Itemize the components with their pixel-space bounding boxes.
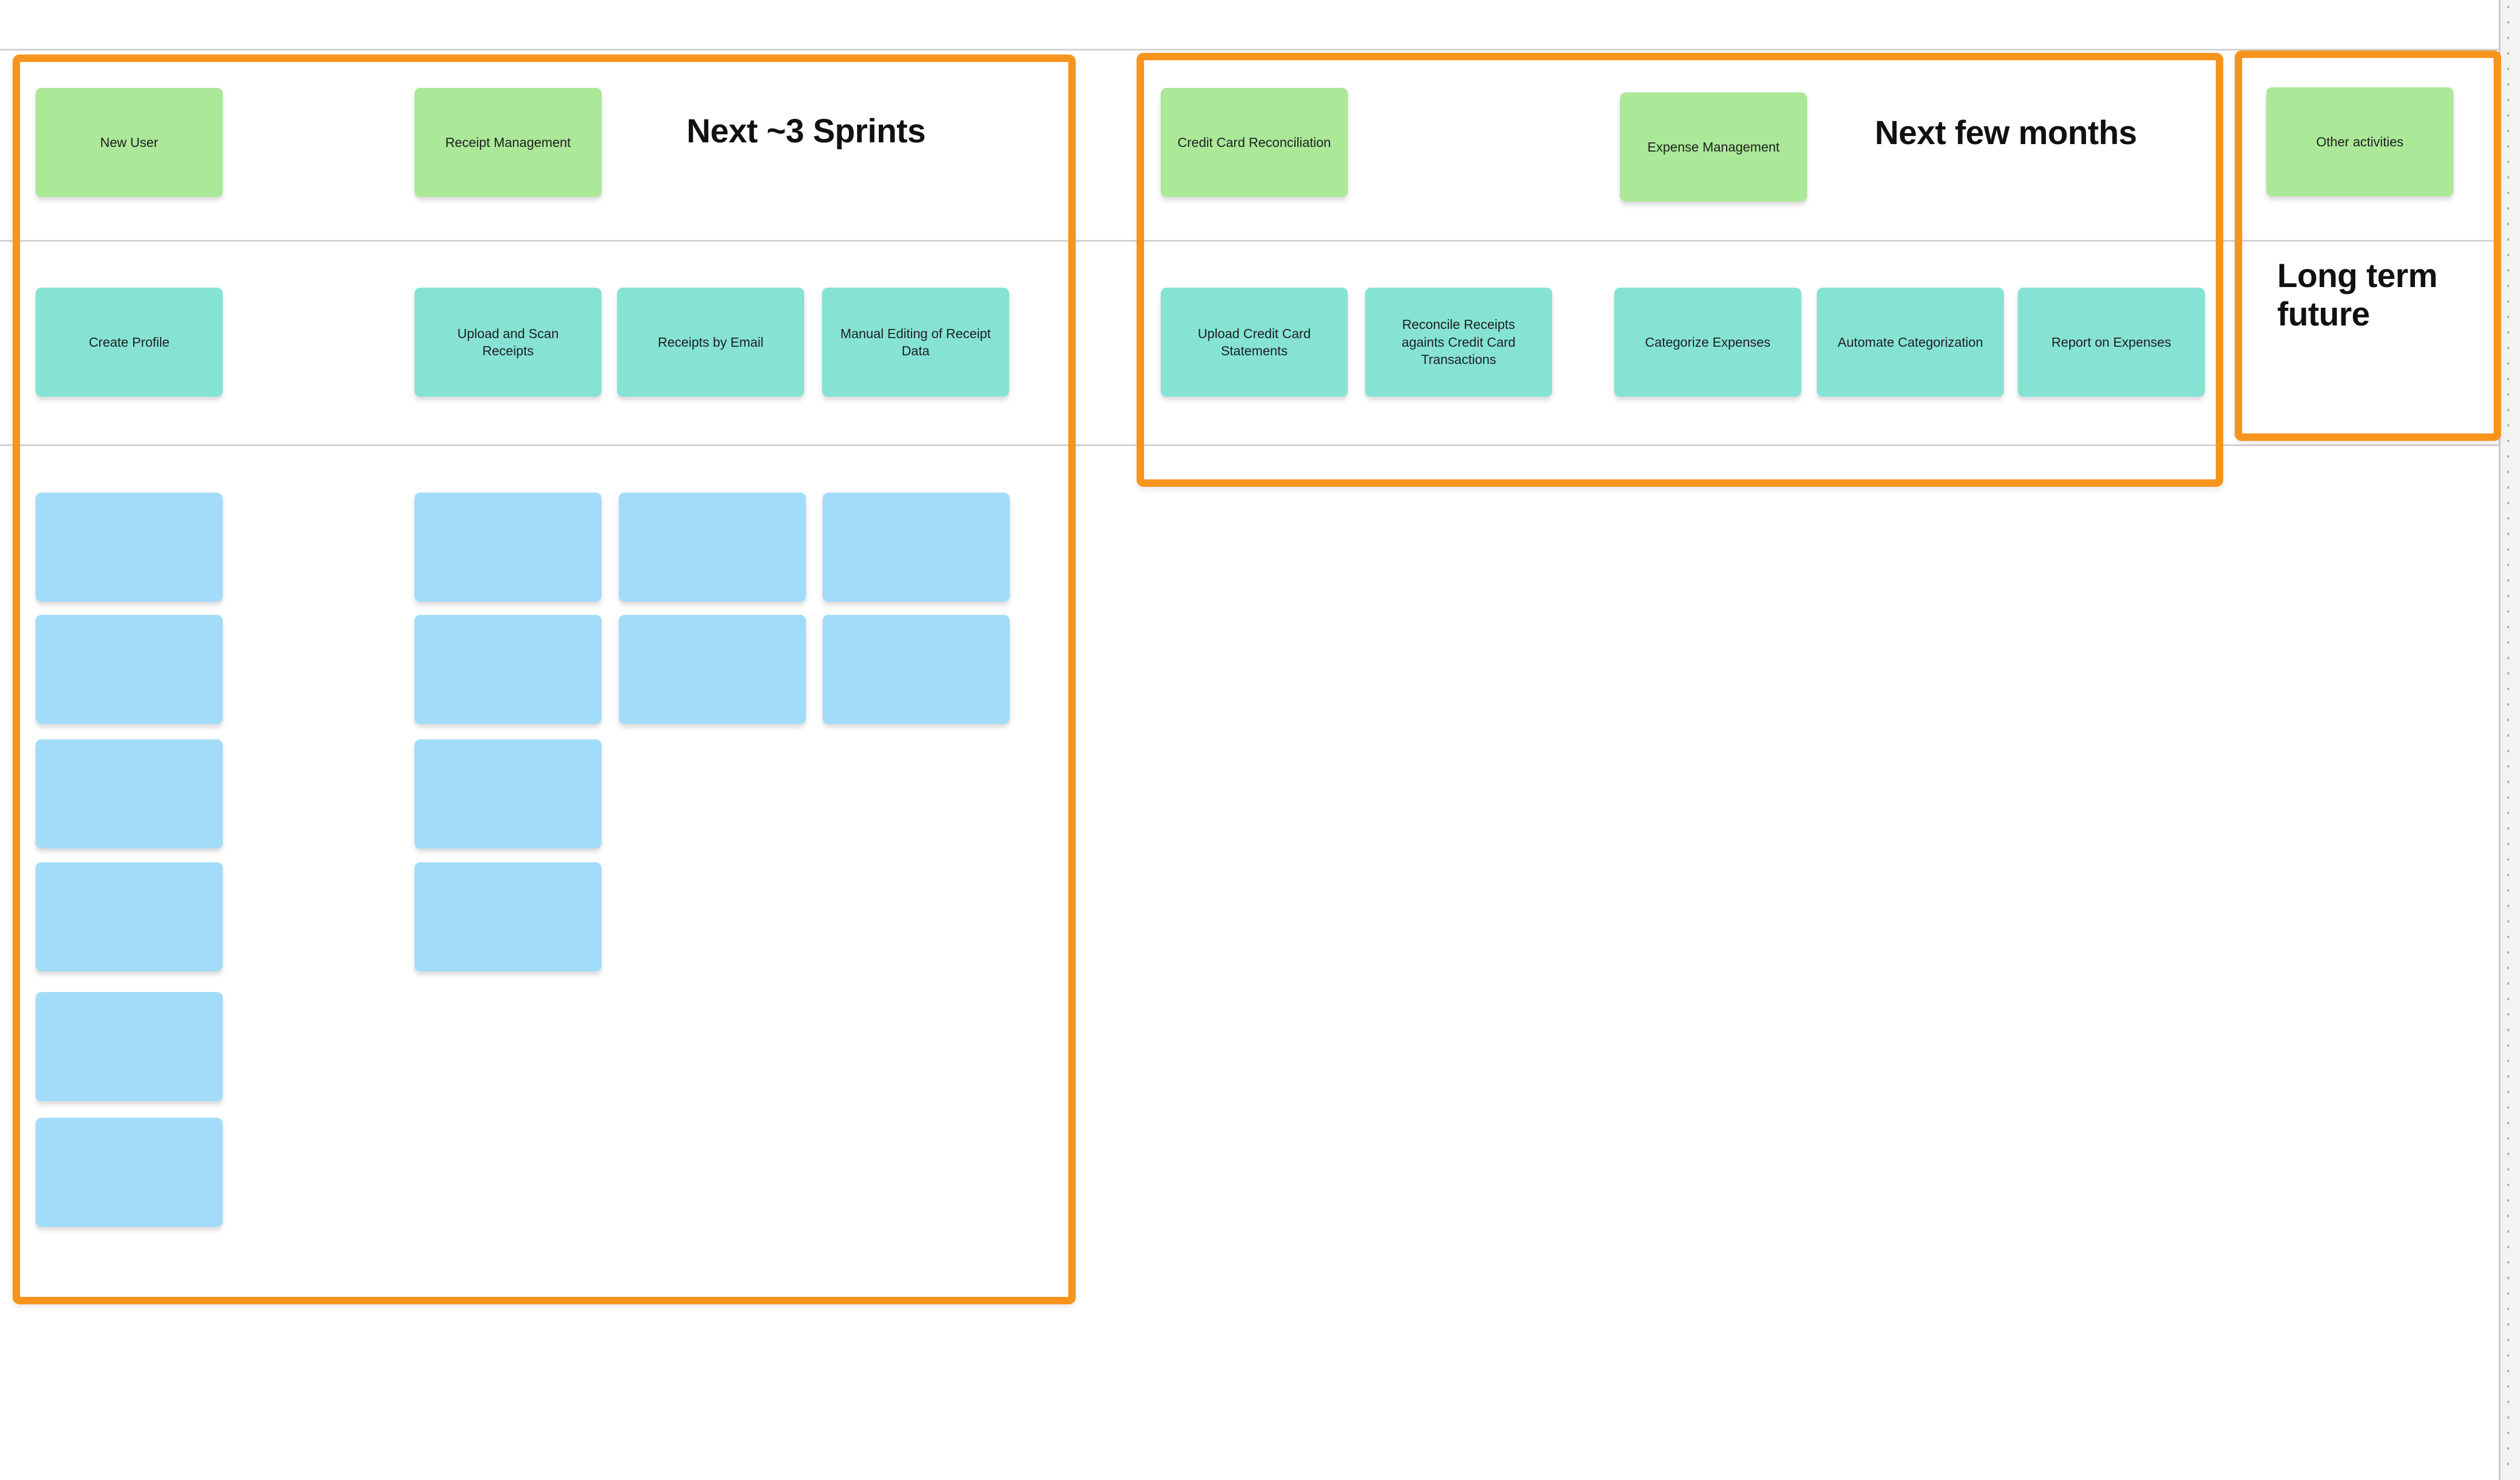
sticky-empty[interactable]	[414, 615, 602, 724]
sticky-empty[interactable]	[414, 739, 602, 849]
sticky-empty[interactable]	[414, 862, 602, 971]
grid-horizontal-line	[0, 444, 2500, 446]
sticky-empty[interactable]	[36, 992, 223, 1101]
sticky-categorize-expenses[interactable]: Categorize Expenses	[1614, 288, 1801, 397]
sticky-manual-editing[interactable]: Manual Editing of Receipt Data	[822, 288, 1009, 397]
sticky-receipt-management[interactable]: Receipt Management	[414, 88, 602, 197]
sticky-report-on-expenses[interactable]: Report on Expenses	[2018, 288, 2205, 397]
sticky-empty[interactable]	[619, 493, 806, 602]
frame-next-few-months[interactable]	[1137, 53, 2223, 487]
sticky-reconcile-receipts[interactable]: Reconcile Receipts againts Credit Card T…	[1365, 288, 1552, 397]
frame-long-term-future[interactable]	[2235, 51, 2501, 441]
title-long-term-future[interactable]: Long term future	[2277, 257, 2438, 333]
sticky-empty[interactable]	[823, 493, 1010, 602]
grid-vertical-line	[2499, 0, 2500, 1480]
dotted-guide-line	[2507, 6, 2509, 1475]
sticky-other-activities[interactable]: Other activities	[2266, 87, 2453, 196]
sticky-empty[interactable]	[36, 739, 223, 849]
sticky-receipts-by-email[interactable]: Receipts by Email	[617, 288, 804, 397]
sticky-automate-categorization[interactable]: Automate Categorization	[1817, 288, 2004, 397]
sticky-expense-management[interactable]: Expense Management	[1620, 92, 1807, 202]
sticky-empty[interactable]	[414, 493, 602, 602]
title-next-3-sprints[interactable]: Next ~3 Sprints	[687, 113, 926, 150]
sticky-upload-cc-statements[interactable]: Upload Credit Card Statements	[1161, 288, 1348, 397]
sticky-empty[interactable]	[619, 615, 806, 724]
sticky-empty[interactable]	[36, 615, 223, 724]
title-next-few-months[interactable]: Next few months	[1875, 114, 2137, 152]
grid-horizontal-line	[0, 49, 2500, 51]
sticky-new-user[interactable]: New User	[36, 88, 223, 197]
sticky-upload-and-scan-receipts[interactable]: Upload and Scan Receipts	[414, 288, 602, 397]
sticky-empty[interactable]	[36, 1118, 223, 1227]
board-edge-strip	[2500, 0, 2520, 1480]
sticky-credit-card-reconciliation[interactable]: Credit Card Reconciliation	[1161, 88, 1348, 197]
sticky-create-profile[interactable]: Create Profile	[36, 288, 223, 397]
sticky-empty[interactable]	[823, 615, 1010, 724]
grid-horizontal-line	[0, 240, 2500, 242]
sticky-empty[interactable]	[36, 493, 223, 602]
frame-next-3-sprints[interactable]	[13, 55, 1076, 1304]
sticky-empty[interactable]	[36, 862, 223, 971]
